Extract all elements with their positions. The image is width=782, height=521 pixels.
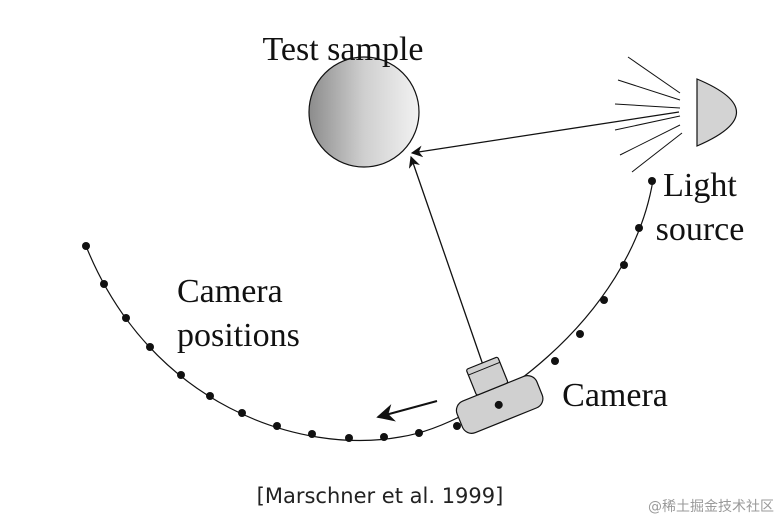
camera-lens: [466, 356, 509, 396]
camera-position-dot: [415, 429, 423, 437]
camera-positions-label-line1: Camera: [177, 273, 283, 310]
camera-positions-label-line2: positions: [177, 317, 300, 354]
light-source-label-line1: Light: [663, 167, 737, 204]
camera-position-dot: [238, 409, 246, 417]
lamp-shape: [696, 78, 738, 147]
camera-position-dot: [100, 280, 108, 288]
camera-position-dot: [620, 261, 628, 269]
camera-position-dots: [82, 177, 656, 442]
light-source-label-line2: source: [656, 211, 745, 248]
camera-position-dot: [635, 224, 643, 232]
light-source-icon: [614, 56, 738, 173]
camera-position-dot: [576, 330, 584, 338]
camera-position-dot: [273, 422, 281, 430]
camera-label: Camera: [562, 377, 668, 414]
camera-position-dot: [648, 177, 656, 185]
camera-position-dot: [82, 242, 90, 250]
camera-positions-arc: [85, 179, 654, 442]
camera-icon: [455, 356, 544, 434]
motion-direction-arrow: [376, 400, 438, 422]
camera-position-dot: [177, 371, 185, 379]
camera-lens-ring: [468, 361, 501, 376]
citation-text: [Marschner et al. 1999]: [257, 484, 504, 508]
camera-position-dot: [453, 422, 461, 430]
camera-position-dot: [308, 430, 316, 438]
camera-position-dot: [345, 434, 353, 442]
test-sample-label: Test sample: [263, 31, 424, 68]
camera-position-dot: [380, 433, 388, 441]
camera-position-dot: [122, 314, 130, 322]
test-sample-sphere: [308, 56, 420, 168]
camera-position-dot: [206, 392, 214, 400]
camera-view-arrow: [408, 155, 484, 366]
camera-position-dot: [146, 343, 154, 351]
watermark-text: @稀土掘金技术社区: [648, 499, 774, 515]
camera-position-dot: [600, 296, 608, 304]
light-rays: [614, 56, 683, 173]
camera-position-dot-current: [494, 400, 503, 409]
light-ray-arrow: [410, 111, 680, 158]
camera-position-dot: [551, 357, 559, 365]
